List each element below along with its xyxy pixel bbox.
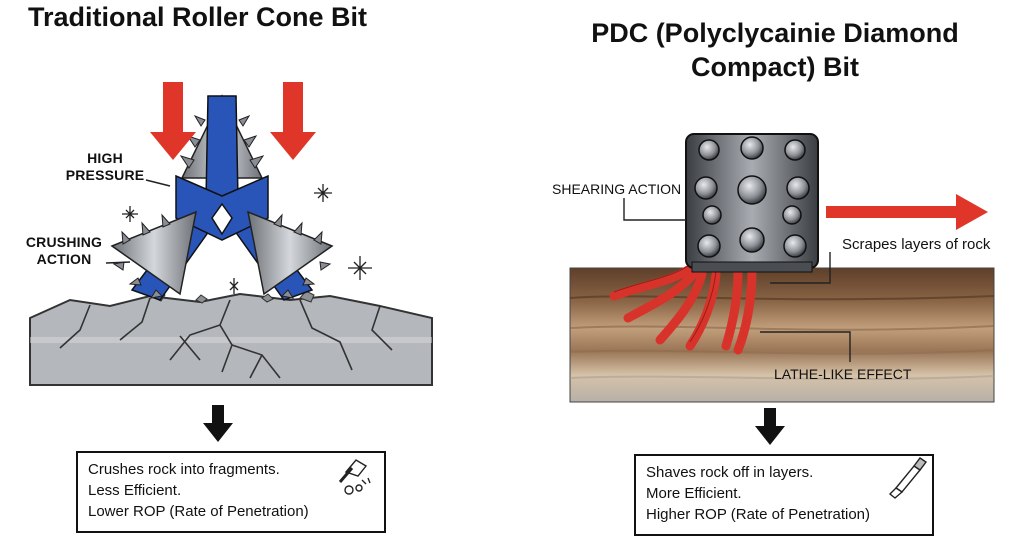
black-down-arrow-left	[203, 405, 233, 442]
shearing-action-label: SHEARING ACTION	[552, 181, 682, 197]
right-summary-box: Shaves rock off in layers. More Efficien…	[634, 454, 934, 536]
scrapes-layers-label: Scrapes layers of rock	[842, 236, 991, 253]
black-down-arrow-right	[755, 408, 785, 445]
left-summary-line-2: Less Efficient.	[88, 482, 182, 499]
red-pressure-arrow-left	[150, 82, 196, 160]
left-summary-line-1: Crushes rock into fragments.	[88, 461, 280, 478]
left-summary-line-3: Lower ROP (Rate of Penetration)	[88, 503, 309, 520]
crushing-action-label: CRUSHING ACTION	[18, 234, 110, 268]
crushing-leader-line	[105, 261, 131, 264]
rock-ground	[29, 289, 433, 386]
right-summary-line-3: Higher ROP (Rate of Penetration)	[646, 506, 870, 523]
crushing-action-label-line1: CRUSHING	[25, 234, 103, 250]
right-title: PDC (Polyclycainie Diamond Compact) Bit	[560, 16, 990, 84]
high-pressure-label-line2: PRESSURE	[65, 167, 145, 183]
high-pressure-label-line1: HIGH	[87, 150, 123, 166]
scrapes-leader-line	[770, 252, 831, 284]
shearing-leader-line	[623, 198, 686, 221]
lathe-effect-label: LATHE-LIKE EFFECT	[774, 366, 912, 382]
crushing-action-label-line2: ACTION	[36, 251, 92, 267]
red-direction-arrow	[826, 194, 988, 230]
rock-shavings	[609, 265, 757, 355]
left-title: Traditional Roller Cone Bit	[28, 2, 368, 32]
high-pressure-label: HIGH PRESSURE	[60, 150, 150, 184]
pdc-bit	[685, 133, 819, 273]
roller-cone-bit	[110, 94, 372, 301]
pressure-leader-line	[145, 179, 171, 187]
right-summary-line-1: Shaves rock off in layers.	[646, 464, 814, 481]
left-summary-box: Crushes rock into fragments. Less Effici…	[76, 451, 386, 533]
right-summary-line-2: More Efficient.	[646, 485, 742, 502]
right-title-line1: PDC (Polyclycainie Diamond	[591, 18, 959, 48]
red-pressure-arrow-right	[270, 82, 316, 160]
lathe-leader-line	[760, 331, 851, 362]
right-title-line2: Compact) Bit	[691, 52, 859, 82]
